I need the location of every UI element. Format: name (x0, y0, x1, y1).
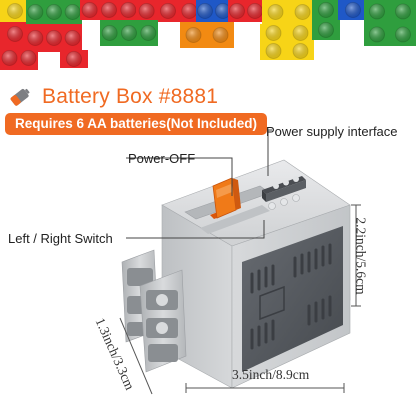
brick-stud-shade (65, 4, 81, 20)
height-dimension-label: 2.2inch/5.6cm (353, 217, 369, 295)
page-title: Battery Box #8881 (42, 85, 219, 108)
power-connector (262, 176, 306, 210)
brick-stud-shade (139, 3, 155, 19)
brick-stud-shade (181, 3, 197, 19)
brick-banner (0, 0, 416, 70)
brick-stud-shade (318, 2, 334, 18)
brick-stud-shade (197, 3, 213, 19)
brick-stud-shade (395, 27, 411, 42)
callout-lines (126, 129, 272, 239)
brick-stud-shade (121, 25, 137, 41)
brick-stud-shade (293, 25, 308, 41)
brick-stud-shade (120, 2, 136, 18)
brick-stud-shade (295, 4, 310, 20)
brick-stud-shade (2, 50, 17, 66)
switch-label: Left / Right Switch (8, 231, 113, 246)
brick-stud-shade (46, 30, 62, 46)
brick-stud-shade (46, 4, 62, 20)
brick-stud-shade (82, 2, 98, 18)
brick-stud-shade (7, 3, 23, 19)
orange-switch (210, 177, 241, 219)
power-off-label: Power-OFF (128, 151, 196, 166)
requirement-badge: Requires 6 AA batteries(Not Included) (5, 113, 268, 135)
brick-stud-shade (66, 51, 82, 67)
battery-icon (10, 88, 30, 106)
brick-stud-shade (7, 26, 23, 42)
brick-stud-shade (160, 3, 176, 19)
brick-stud-shade (140, 25, 156, 41)
brick-stud-shade (21, 50, 36, 66)
length-dimension-label: 3.5inch/8.9cm (232, 367, 310, 382)
brick-stud-shade (247, 3, 263, 19)
brick-stud-shade (369, 4, 385, 19)
brick-stud-shade (101, 2, 117, 18)
brick-stud-shade (266, 43, 281, 59)
brick-stud-shade (215, 3, 231, 19)
brick-stud-shade (293, 43, 308, 59)
brick-stud-shade (318, 22, 334, 38)
brick-stud-shade (266, 25, 281, 41)
front-lug-right (139, 269, 187, 373)
brick-stud-shade (345, 2, 361, 18)
brick-stud-shade (186, 27, 201, 43)
brick-stud-shade (27, 4, 43, 20)
brick-stud-shade (65, 30, 81, 46)
brick-stud-shade (369, 27, 385, 42)
brick-stud-shade (102, 25, 118, 41)
brick-stud-shade (27, 30, 43, 46)
power-supply-label: Power supply interface (266, 124, 398, 139)
brick-stud-shade (395, 4, 411, 19)
dimension-lines (119, 204, 361, 395)
brick-stud-shade (229, 3, 245, 19)
title-row: Battery Box #8881 (8, 84, 218, 110)
brick-stud-shade (213, 27, 228, 43)
brick-stud-shade (268, 4, 283, 20)
